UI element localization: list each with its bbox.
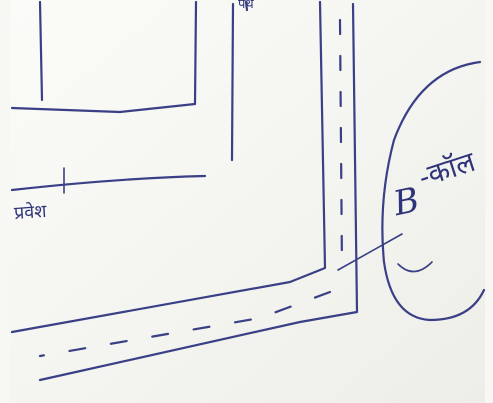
entry-label: प्रवेश [13, 199, 47, 225]
path-label: पथ [238, 0, 254, 12]
